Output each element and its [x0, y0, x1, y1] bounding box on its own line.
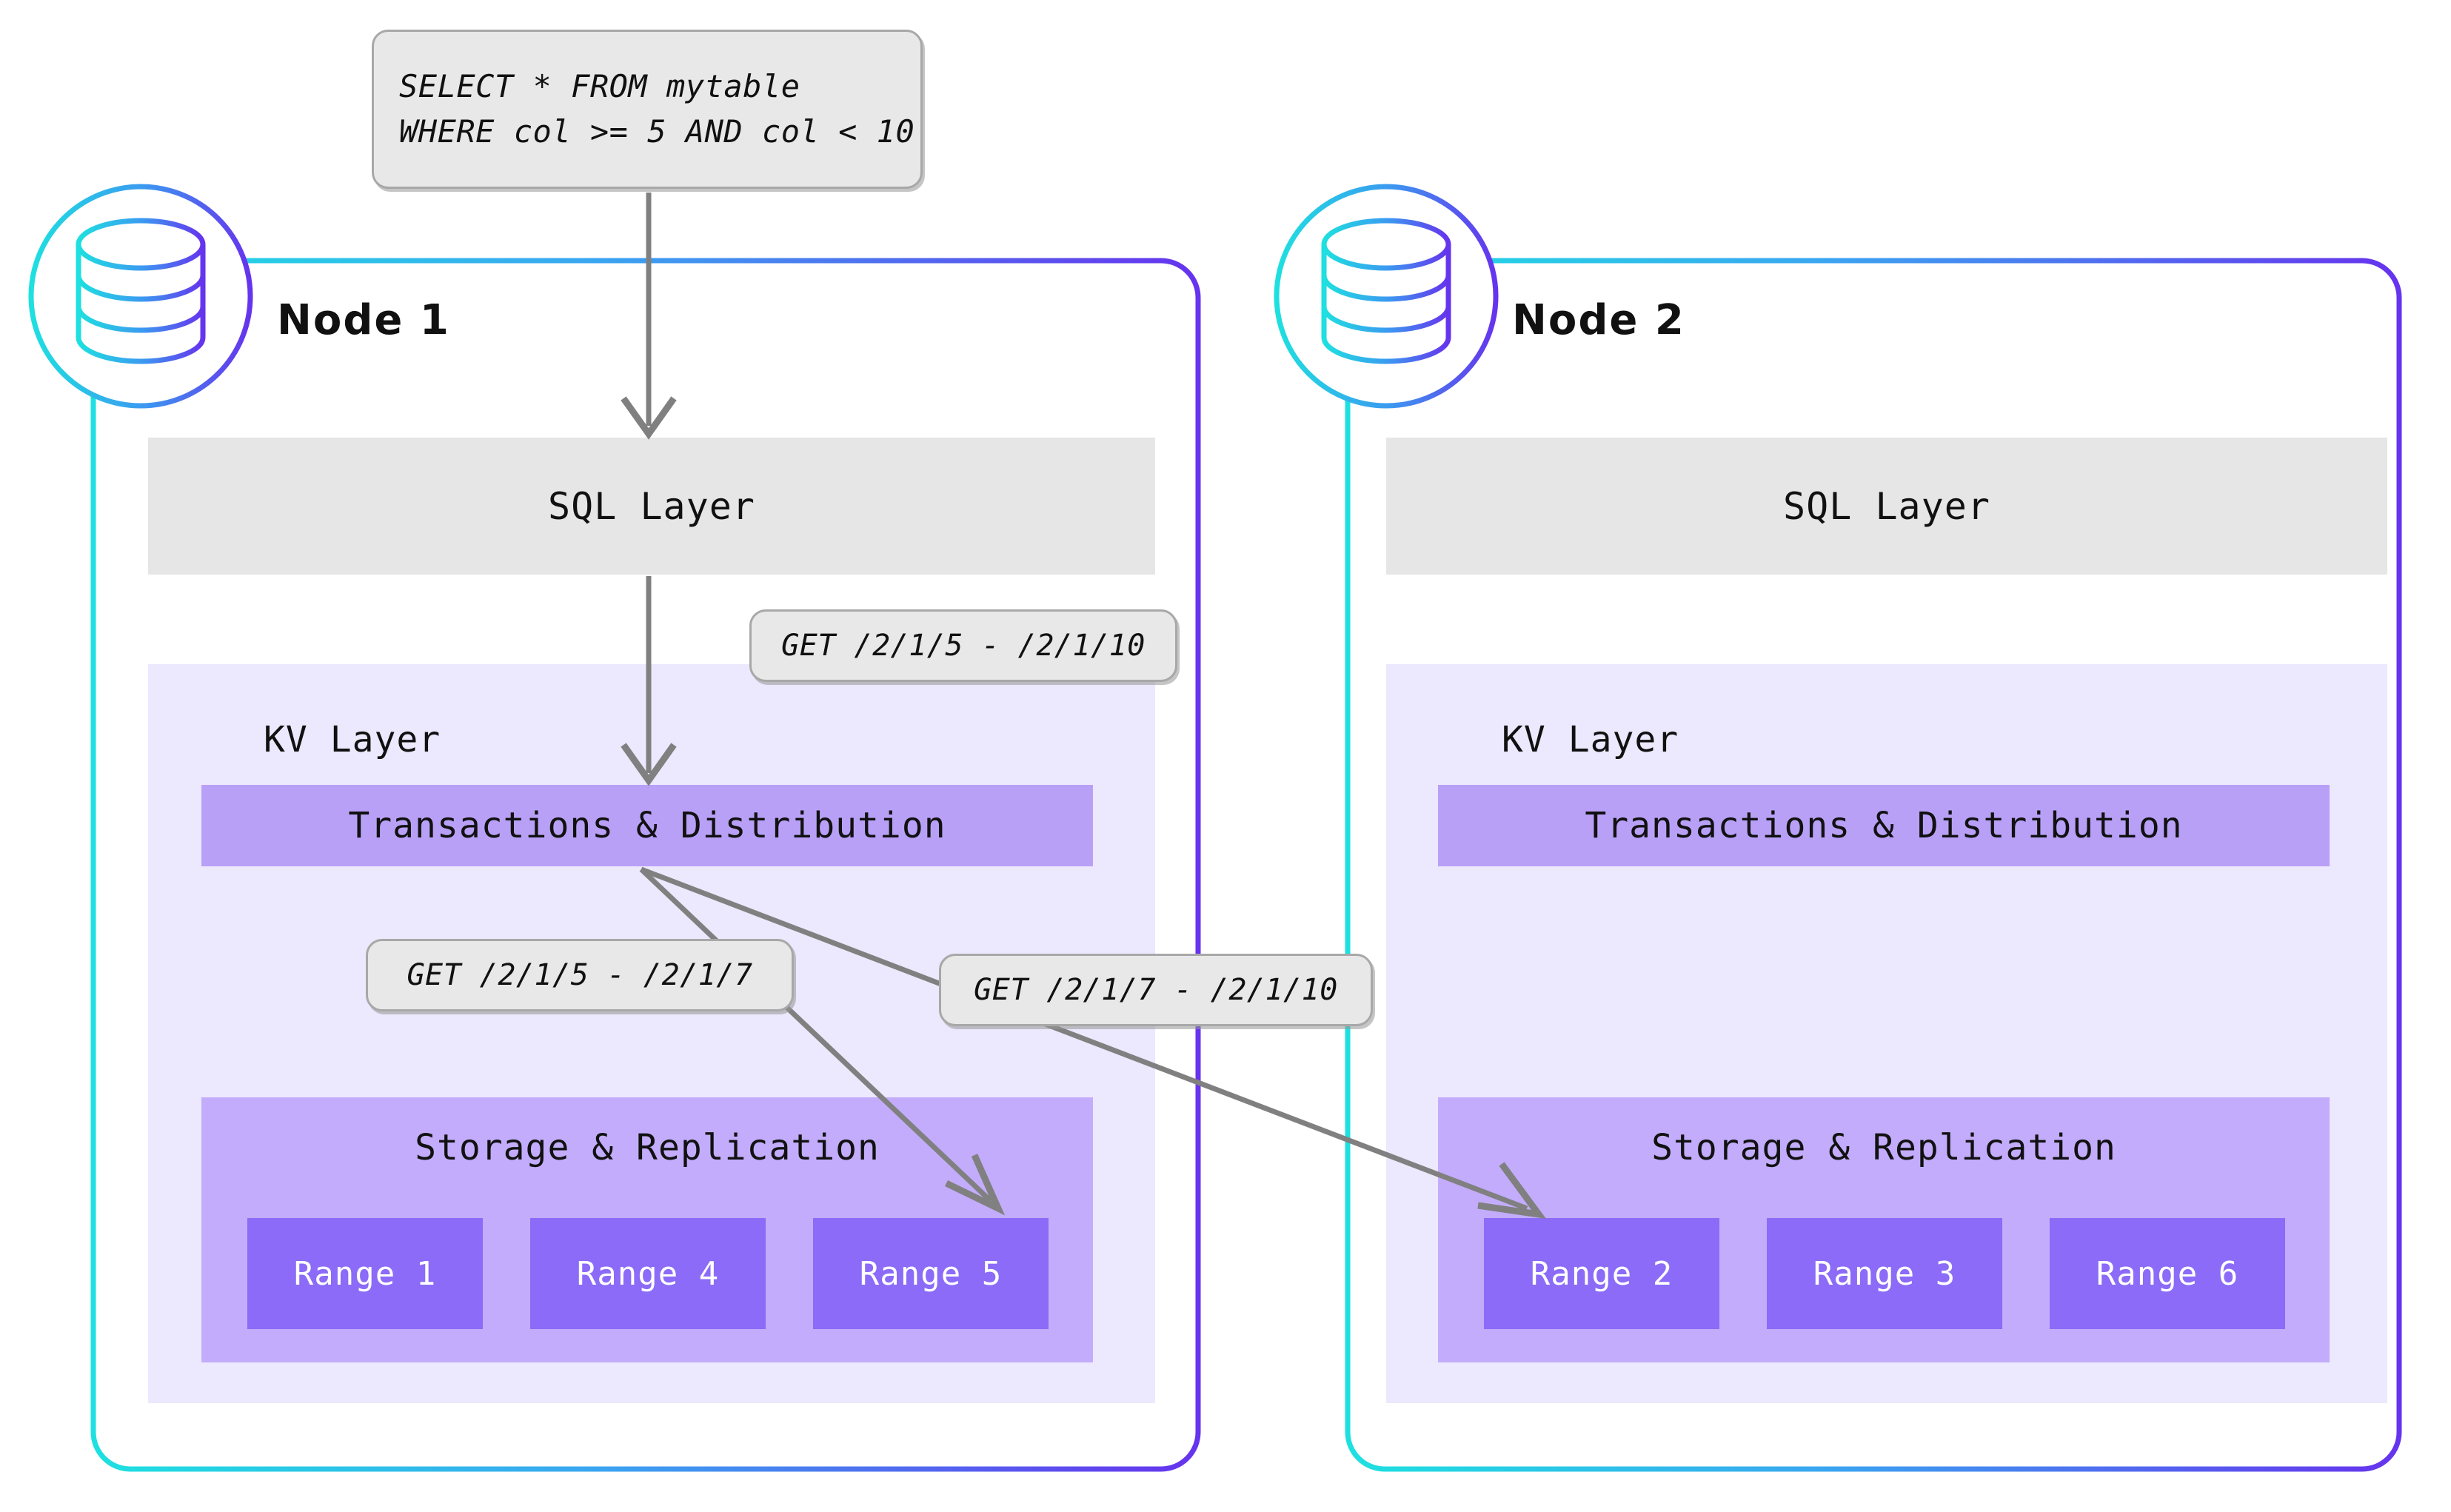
- node-1-range-1[interactable]: Range 1: [247, 1218, 483, 1329]
- node-2-range-6[interactable]: Range 6: [2050, 1218, 2285, 1329]
- get-label-remote-range[interactable]: GET /2/1/7 - /2/1/10: [939, 954, 1373, 1026]
- node-2-database-icon: [1274, 184, 1499, 409]
- node-2-storage-label: Storage & Replication: [1651, 1127, 2116, 1168]
- get-label-remote-range-text: GET /2/1/7 - /2/1/10: [974, 973, 1338, 1007]
- node-1-transactions-bar[interactable]: Transactions & Distribution: [201, 785, 1093, 866]
- sql-query-line-1: SELECT * FROM mytable: [399, 67, 800, 104]
- node-1-database-icon: [28, 184, 253, 409]
- get-label-local-range-text: GET /2/1/5 - /2/1/7: [407, 958, 753, 992]
- node-2-storage-block[interactable]: Storage & Replication Range 2 Range 3 Ra…: [1438, 1097, 2330, 1362]
- node-1-storage-block[interactable]: Storage & Replication Range 1 Range 4 Ra…: [201, 1097, 1093, 1362]
- node-1-storage-label: Storage & Replication: [415, 1127, 880, 1168]
- node-1-range-row: Range 1 Range 4 Range 5: [247, 1218, 1049, 1329]
- node-2-title: Node 2: [1512, 296, 1685, 344]
- node-2-transactions-label: Transactions & Distribution: [1585, 805, 2183, 846]
- node-1-title: Node 1: [277, 296, 450, 344]
- node-1-sql-layer-label: SQL Layer: [548, 484, 755, 528]
- node-1-sql-layer[interactable]: SQL Layer: [148, 438, 1155, 575]
- sql-query-callout[interactable]: SELECT * FROM mytable WHERE col >= 5 AND…: [372, 30, 923, 189]
- arrow-query-to-sql-layer: [621, 193, 677, 440]
- node-2-sql-layer-label: SQL Layer: [1783, 484, 1990, 528]
- get-label-full-range[interactable]: GET /2/1/5 - /2/1/10: [749, 609, 1177, 682]
- node-1-kv-layer-label: KV Layer: [264, 719, 441, 760]
- node-2-range-row: Range 2 Range 3 Range 6: [1484, 1218, 2285, 1329]
- node-1-range-4[interactable]: Range 4: [530, 1218, 766, 1329]
- node-2-sql-layer[interactable]: SQL Layer: [1386, 438, 2387, 575]
- get-label-full-range-text: GET /2/1/5 - /2/1/10: [781, 629, 1146, 663]
- node-2-kv-layer-label: KV Layer: [1502, 719, 1679, 760]
- node-1-transactions-label: Transactions & Distribution: [348, 805, 946, 846]
- node-2-range-2[interactable]: Range 2: [1484, 1218, 1719, 1329]
- node-2-range-3[interactable]: Range 3: [1767, 1218, 2002, 1329]
- node-1-range-5[interactable]: Range 5: [813, 1218, 1049, 1329]
- sql-query-line-2: WHERE col >= 5 AND col < 10: [399, 113, 915, 150]
- node-2-transactions-bar[interactable]: Transactions & Distribution: [1438, 785, 2330, 866]
- get-label-local-range[interactable]: GET /2/1/5 - /2/1/7: [366, 939, 794, 1011]
